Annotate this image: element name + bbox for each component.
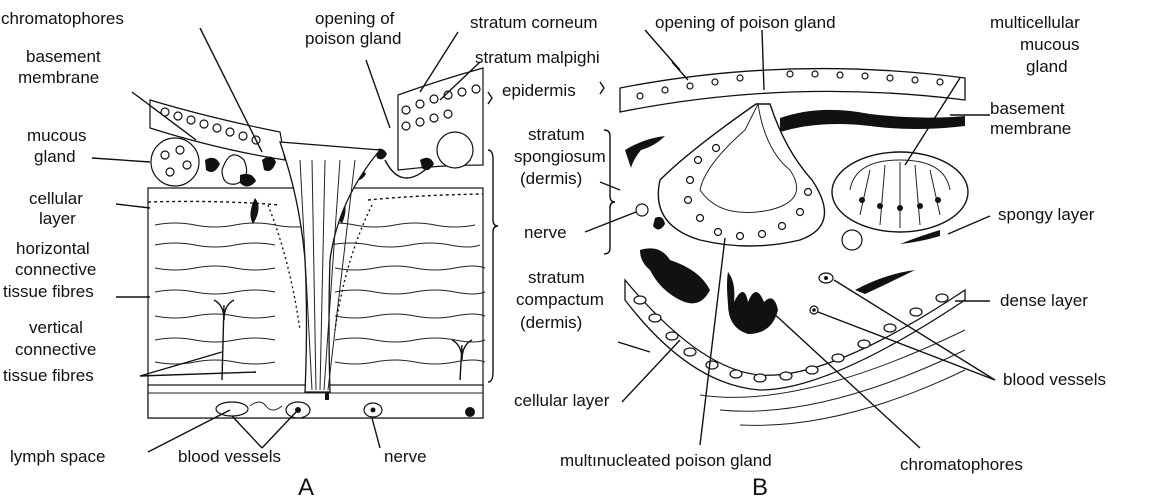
label-cellular-a-2: layer [39,209,76,228]
label-opening-a-1: opening of [315,9,395,28]
caption-b: B [752,474,768,501]
panel-a-drawing [148,68,498,418]
label-vert-2: connective [15,340,96,359]
label-lymph: lymph space [10,447,105,466]
label-chromatophores-a: chromatophores [1,9,124,28]
label-nerve-a: nerve [384,447,427,466]
label-basement-b-1: basement [990,99,1065,118]
mucous-gland-a [151,138,199,186]
label-horiz-1: horizontal [16,239,90,258]
label-horiz-3: tissue fibres [3,282,94,301]
label-vert-3: tissue fibres [3,366,94,385]
label-compactum-1: stratum [528,268,585,287]
label-horiz-2: connective [15,260,96,279]
caption-a: A [298,474,314,501]
label-multicellular-2: mucous [1020,35,1080,54]
label-spongy: spongy layer [998,205,1095,224]
label-opening-a-2: poison gland [305,29,401,48]
label-basement-a-1: basement [26,47,101,66]
label-epidermis: epidermis [502,81,576,100]
label-vert-1: vertical [29,318,83,337]
label-cellular-a-1: cellular [29,189,83,208]
label-mucous-1: mucous [27,126,87,145]
label-spongiosum-3: (dermis) [520,169,582,188]
label-basement-a-2: membrane [18,68,99,87]
label-multicellular-3: gland [1026,57,1068,76]
label-mucous-2: gland [34,147,76,166]
label-blood-b: blood vessels [1003,370,1106,389]
label-basement-b-2: membrane [990,119,1071,138]
label-compactum-2: compactum [516,290,604,309]
label-poison-gland: multınucleated poison gland [560,451,772,470]
panel-b-drawing [600,69,968,426]
label-opening-b: opening of poison gland [655,13,836,32]
label-spongiosum-1: stratum [528,125,585,144]
label-corneum: stratum corneum [470,13,598,32]
label-blood-a: blood vessels [178,447,281,466]
label-chromatophores-b: chromatophores [900,455,1023,474]
label-nerve-b: nerve [524,223,567,242]
label-dense: dense layer [1000,291,1088,310]
label-malpighi: stratum malpighi [475,48,600,67]
label-compactum-3: (dermis) [520,313,582,332]
label-cellular-b: cellular layer [514,391,610,410]
label-spongiosum-2: spongiosum [514,147,606,166]
label-multicellular-1: multicellular [990,13,1080,32]
